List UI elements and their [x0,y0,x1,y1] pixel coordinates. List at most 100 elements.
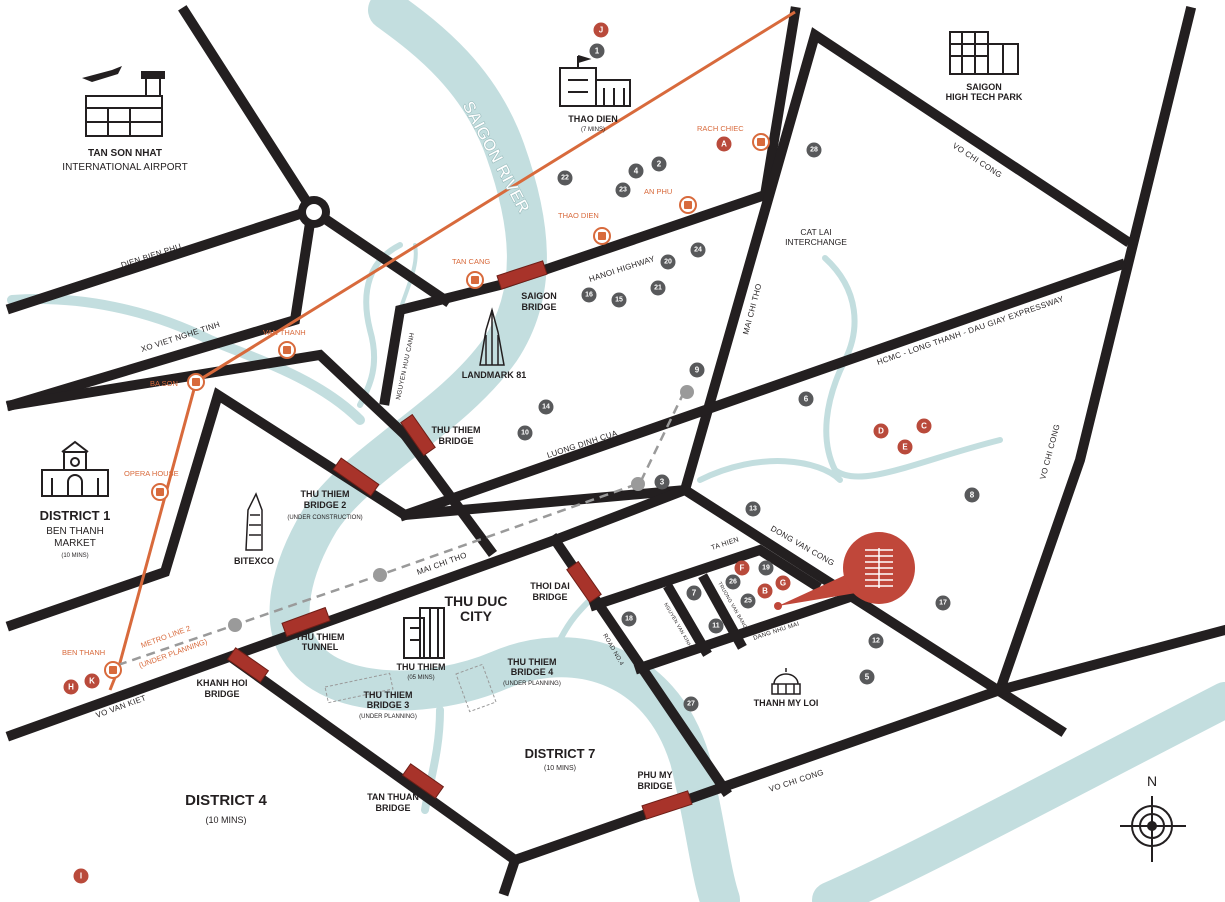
poi-marker-5[interactable]: 5 [859,669,875,685]
poi-marker-19[interactable]: 19 [758,560,774,576]
station-label: TAN CANG [452,257,490,266]
poi-marker-J[interactable]: J [593,22,609,38]
station-ben-thanh[interactable] [104,661,122,679]
poi-marker-1[interactable]: 1 [589,43,605,59]
thanh-my-loi-label: THANH MY LOI [754,698,819,708]
svg-text:TAN SON NHAT: TAN SON NHAT [88,148,162,159]
landmark81-icon [479,307,505,366]
poi-marker-K[interactable]: K [84,673,100,689]
poi-marker-12[interactable]: 12 [868,633,884,649]
project-marker[interactable] [774,532,915,610]
svg-text:28: 28 [810,147,818,154]
bridge-label: BRIDGE [532,592,567,602]
poi-marker-20[interactable]: 20 [660,254,676,270]
poi-marker-16[interactable]: 16 [581,287,597,303]
bridge-label: TAN THUAN [367,792,419,802]
poi-marker-18[interactable]: 18 [621,611,637,627]
poi-marker-22[interactable]: 22 [557,170,573,186]
station-tan-cang[interactable] [466,271,484,289]
station-thao-dien[interactable] [593,227,611,245]
svg-text:10: 10 [521,430,529,437]
poi-marker-15[interactable]: 15 [611,292,627,308]
poi-markers-grey: 1 2 3 4 5 6 7 8 9 10 11 12 13 14 15 16 1… [517,43,980,712]
svg-text:12: 12 [872,638,880,645]
poi-marker-10[interactable]: 10 [517,425,533,441]
poi-marker-8[interactable]: 8 [964,487,980,503]
svg-text:8: 8 [970,491,975,500]
svg-text:18: 18 [625,616,633,623]
bridge-note: (UNDER PLANNING) [359,714,417,720]
bridge-label: THU THIEM [508,657,557,667]
poi-markers-red: A B C D E F G H I J K [63,22,932,884]
bridge-saigon [496,260,548,290]
bridge-label: BRIDGE [438,436,473,446]
bridge-note: (UNDER PLANNING) [503,681,561,687]
metro-stations [104,133,770,679]
bridge-label: SAIGON [521,291,557,301]
svg-text:BEN THANH: BEN THANH [46,526,104,537]
bitexco-icon [245,492,263,551]
svg-text:16: 16 [585,292,593,299]
saigon-river [269,0,740,902]
poi-marker-I[interactable]: I [73,868,89,884]
svg-text:24: 24 [694,247,702,254]
station-ba-son[interactable] [187,373,205,391]
bridge-tunnel [281,606,331,638]
poi-marker-13[interactable]: 13 [745,501,761,517]
poi-marker-G[interactable]: G [775,575,791,591]
poi-marker-14[interactable]: 14 [538,399,554,415]
poi-marker-3[interactable]: 3 [654,474,670,490]
poi-marker-2[interactable]: 2 [651,156,667,172]
svg-text:2: 2 [657,160,662,169]
bridge-tan-thuan [401,763,445,799]
svg-text:HIGH TECH PARK: HIGH TECH PARK [946,92,1023,102]
road-block-v2 [698,573,747,650]
poi-marker-28[interactable]: 28 [806,142,822,158]
poi-marker-24[interactable]: 24 [690,242,706,258]
poi-marker-4[interactable]: 4 [628,163,644,179]
svg-text:A: A [721,140,727,149]
bridge-thu-thiem-2 [332,457,380,497]
poi-marker-21[interactable]: 21 [650,280,666,296]
airport-label: TAN SON NHAT INTERNATIONAL AIRPORT [62,148,187,173]
poi-marker-A[interactable]: A [716,136,732,152]
svg-text:D: D [878,427,884,436]
bridge-label: THU THIEM [364,690,413,700]
poi-marker-6[interactable]: 6 [798,391,814,407]
poi-marker-D[interactable]: D [873,423,889,439]
compass-icon [1120,796,1186,862]
poi-marker-11[interactable]: 11 [708,618,724,634]
thu-duc-city-label: THU DUC CITY [445,593,508,624]
svg-text:THU THIEM: THU THIEM [397,662,446,672]
bridge-label: BRIDGE [375,803,410,813]
poi-marker-C[interactable]: C [916,418,932,434]
cat-lai-label: CAT LAI INTERCHANGE [785,227,847,247]
poi-marker-H[interactable]: H [63,679,79,695]
station-an-phu[interactable] [679,196,697,214]
svg-text:F: F [740,564,745,573]
svg-text:11: 11 [712,623,720,630]
poi-marker-E[interactable]: E [897,439,913,455]
river [7,0,1225,902]
road-d4 [228,653,521,897]
poi-marker-26[interactable]: 26 [725,574,741,590]
station-opera[interactable] [151,483,169,501]
poi-marker-23[interactable]: 23 [615,182,631,198]
river-branch-top [357,242,403,408]
poi-marker-F[interactable]: F [734,560,750,576]
poi-marker-25[interactable]: 25 [740,593,756,609]
poi-marker-9[interactable]: 9 [689,362,705,378]
poi-marker-7[interactable]: 7 [686,585,702,601]
poi-marker-27[interactable]: 27 [683,696,699,712]
road-label: VO CHI CONG [1038,423,1061,480]
svg-text:B: B [762,587,768,596]
road-dien-bien-phu [5,203,319,315]
bridge-khanh-hoi [226,647,270,683]
station-rach-chiec[interactable] [752,133,770,151]
station-van-thanh[interactable] [278,341,296,359]
svg-text:DISTRICT 1: DISTRICT 1 [40,508,111,523]
bridge-label: BRIDGE [521,302,556,312]
poi-marker-B[interactable]: B [757,583,773,599]
poi-marker-17[interactable]: 17 [935,595,951,611]
